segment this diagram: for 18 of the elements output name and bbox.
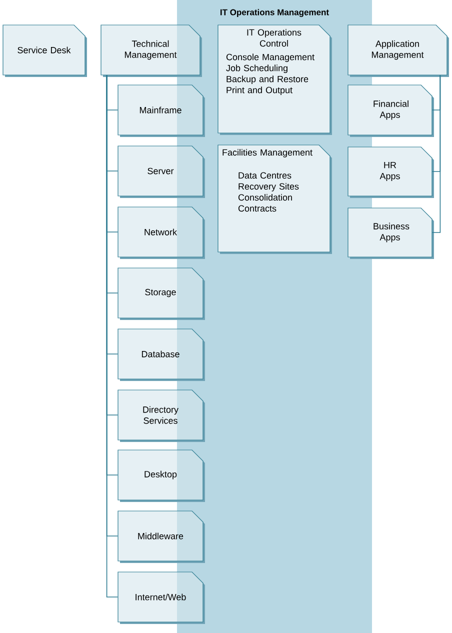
folder-box: Server [118, 146, 205, 198]
folder-box: Storage [118, 268, 205, 320]
folder-box: Technical Management [100, 24, 202, 77]
folder-box: Internet/Web [118, 572, 205, 624]
folder-box: Directory Services [118, 390, 205, 442]
folder-box: Financial Apps [348, 84, 434, 137]
folder-box: Service Desk [2, 24, 87, 77]
folder-box: HR Apps [348, 146, 434, 198]
folder-box: Middleware [118, 510, 205, 563]
connector-line [432, 74, 441, 233]
folder-box: Database [118, 328, 205, 381]
folder-box: Network [118, 206, 205, 259]
folder-box: Application Management [348, 24, 449, 77]
folder-box: Facilities Management Data Centres Recovery Sites Consolidation Contracts [218, 144, 332, 254]
folder-box: Desktop [118, 450, 205, 502]
folder-box: Mainframe [118, 84, 205, 137]
folder-box: IT Operations Control Console Management Job Scheduling Backup and Restore Print and Output [218, 24, 332, 135]
folder-box: Business Apps [348, 208, 434, 259]
